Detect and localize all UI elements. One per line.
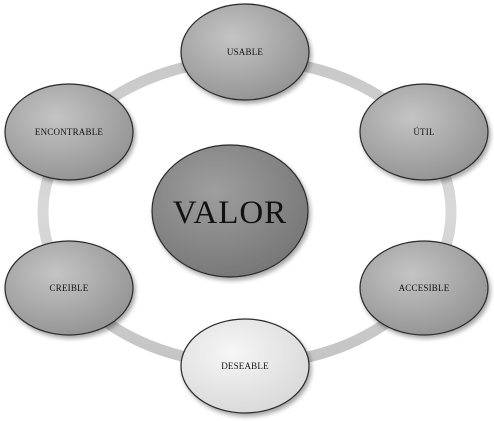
node-accesible-label: ACCESIBLE [399, 283, 450, 293]
node-usable-label: USABLE [227, 47, 264, 57]
node-util-label: ÚTIL [413, 127, 434, 137]
node-util: ÚTIL [359, 83, 489, 181]
node-encontrable-label: ENCONTRABLE [35, 127, 103, 137]
node-deseable-label: DESEABLE [221, 361, 269, 371]
node-deseable: DESEABLE [180, 318, 310, 414]
node-usable: USABLE [180, 3, 310, 101]
center-node: VALOR [151, 144, 309, 278]
node-accesible: ACCESIBLE [359, 240, 489, 336]
node-creible-label: CREIBLE [50, 283, 89, 293]
node-creible: CREIBLE [4, 240, 134, 336]
center-label: VALOR [173, 195, 287, 231]
node-encontrable: ENCONTRABLE [4, 83, 134, 181]
